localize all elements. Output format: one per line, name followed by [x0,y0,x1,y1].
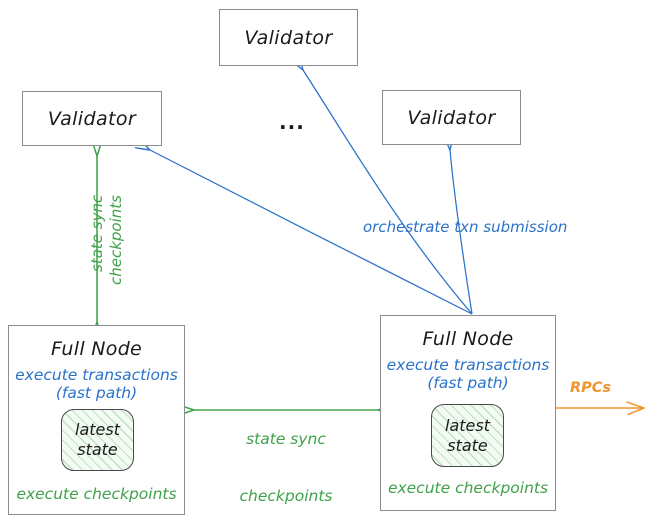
full-node-right-green-footer: execute checkpoints [387,479,549,497]
validator-left-box[interactable]: Validator [22,91,162,146]
validator-ellipsis: ... [279,110,305,134]
arrow-fullnode-to-validator-top [303,70,473,315]
arrow-fullnode-to-validator-right [450,150,473,315]
full-node-left-latest-state-line1: latest [75,420,120,439]
full-node-right-blue-line2: (fast path) [427,374,509,392]
edge-label-rpcs: RPCs [570,380,612,396]
arrow-fullnode-to-validator-left [150,150,473,315]
full-node-left-blue-line1: execute transactions [15,366,178,384]
full-node-left-green-footer: execute checkpoints [16,485,177,503]
edge-label-state-sync-horizontal: state sync checkpoints [210,392,362,526]
full-node-right-title: Full Node [422,328,514,350]
edge-label-state-sync-horizontal-line1: state sync [246,430,326,448]
full-node-left-latest-state-line2: state [77,440,118,459]
full-node-right-latest-state-line1: latest [445,415,490,435]
edge-label-state-sync-horizontal-line2: checkpoints [239,487,333,505]
full-node-left-blue-text: execute transactions (fast path) [9,366,184,402]
validator-right-label: Validator [407,106,496,129]
full-node-right-blue-text: execute transactions (fast path) [381,356,555,392]
full-node-left-latest-state-box[interactable]: latest state [61,409,134,471]
full-node-right-latest-state-line2: state [447,435,488,455]
edge-label-orchestrate: orchestrate txn submission [363,218,568,236]
full-node-left-blue-line2: (fast path) [55,384,138,402]
full-node-right-latest-state-box[interactable]: latest state [431,404,504,467]
edge-label-state-sync-vertical-line2: checkpoints [107,195,125,285]
edge-label-state-sync-vertical-line1: state sync [88,194,106,272]
validator-top-label: Validator [244,26,333,49]
full-node-left-box[interactable]: Full Node execute transactions (fast pat… [8,325,185,515]
full-node-right-box[interactable]: Full Node execute transactions (fast pat… [380,315,556,511]
validator-top-box[interactable]: Validator [219,9,358,66]
full-node-right-blue-line1: execute transactions [386,356,550,374]
validator-right-box[interactable]: Validator [382,90,521,145]
validator-left-label: Validator [47,107,137,130]
full-node-left-title: Full Node [50,338,143,360]
